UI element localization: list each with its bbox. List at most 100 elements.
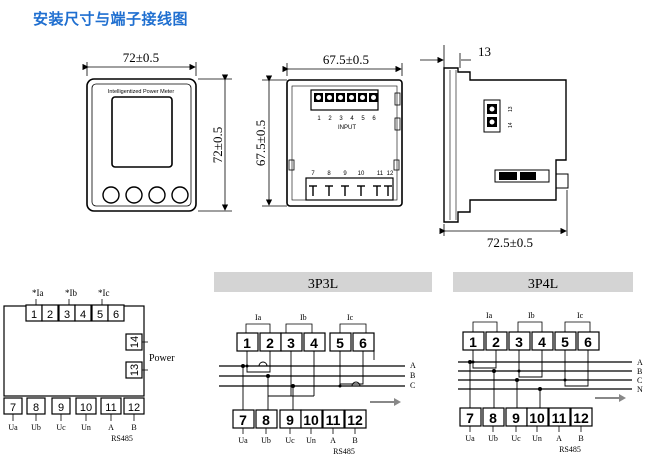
terminal-number: 4 bbox=[310, 335, 318, 351]
terminal-number: 10 bbox=[303, 412, 319, 428]
rear-bottom-terminal-number: 12 bbox=[387, 171, 394, 177]
front-button-3[interactable] bbox=[148, 186, 166, 204]
phase-label: A bbox=[410, 361, 416, 370]
terminal-number: 1 bbox=[243, 335, 251, 351]
rear-bottom-terminal-number: 7 bbox=[311, 171, 315, 177]
rear-top-terminal-number: 3 bbox=[339, 116, 343, 122]
input-label: INPUT bbox=[338, 125, 356, 131]
front-bezel bbox=[86, 78, 197, 212]
terminal-number: 4 bbox=[538, 334, 546, 350]
side-power-terminal bbox=[483, 99, 501, 133]
terminal-label: Uc bbox=[56, 423, 66, 432]
current-label: *Ia bbox=[32, 288, 44, 298]
front-button-1[interactable] bbox=[102, 186, 120, 204]
current-label: Ib bbox=[300, 313, 307, 322]
current-label: Ic bbox=[347, 313, 354, 322]
terminal-label: Un bbox=[532, 434, 542, 443]
current-label: Ib bbox=[528, 311, 535, 320]
terminal-number: 11 bbox=[105, 402, 116, 414]
current-label: Ic bbox=[577, 311, 584, 320]
phase-label: C bbox=[637, 376, 642, 385]
rs485-label: RS485 bbox=[333, 447, 355, 456]
terminal-label: Ub bbox=[31, 423, 41, 432]
rear-top-terminal-number: 2 bbox=[328, 116, 332, 122]
terminal-number: 10 bbox=[80, 402, 92, 414]
terminal-number: 5 bbox=[336, 335, 344, 351]
terminal-number: 9 bbox=[286, 412, 294, 428]
terminal-label: Un bbox=[306, 436, 316, 445]
terminal-label: A bbox=[330, 436, 336, 445]
rear-bottom-terminal-number: 10 bbox=[358, 171, 365, 177]
front-view: 72±0.5 Intelligentized Power Meter 72±0.… bbox=[82, 50, 232, 212]
terminal-label: Uc bbox=[511, 434, 521, 443]
terminal-label: B bbox=[131, 423, 136, 432]
rear-housing bbox=[286, 79, 403, 207]
header-band-3p4l bbox=[453, 272, 633, 292]
terminal-number: 10 bbox=[529, 410, 545, 426]
rear-top-terminal-number: 1 bbox=[317, 116, 321, 122]
lcd-display bbox=[111, 96, 173, 168]
terminal-number: 3 bbox=[515, 334, 523, 350]
rear-bottom-terminal-number: 8 bbox=[327, 171, 331, 177]
terminal-number: 3 bbox=[64, 309, 70, 321]
side-housing bbox=[443, 67, 567, 223]
terminal-label: Uc bbox=[285, 436, 295, 445]
rs485-label: RS485 bbox=[559, 445, 581, 454]
power-terminal-number: 13 bbox=[129, 364, 141, 376]
terminal-label: Ua bbox=[465, 434, 475, 443]
side-terminal-label: 14 bbox=[508, 122, 514, 128]
header-3p4l: 3P4L bbox=[528, 277, 558, 292]
terminal-number: 6 bbox=[113, 309, 119, 321]
rear-top-terminal-number: 6 bbox=[372, 116, 376, 122]
rear-height-label: 67.5±0.5 bbox=[253, 120, 268, 166]
terminal-number: 3 bbox=[287, 335, 295, 351]
terminal-number: 11 bbox=[326, 412, 341, 428]
rear-view: 67.5±0.5 67.5±0.5 1 2 3 4 5 6 INPUT bbox=[253, 52, 403, 207]
front-height-label: 72±0.5 bbox=[210, 127, 225, 163]
rs485-label: RS485 bbox=[111, 434, 133, 443]
terminal-number: 7 bbox=[239, 412, 247, 428]
terminal-label: Ub bbox=[261, 436, 271, 445]
terminal-number: 2 bbox=[492, 334, 500, 350]
terminal-number: 6 bbox=[584, 334, 592, 350]
rear-width-label: 67.5±0.5 bbox=[323, 52, 369, 67]
wiring-3p3l: 3P3L Ia Ib Ic 1 2 3 4 5 6 bbox=[214, 272, 432, 456]
side-terminal-slot bbox=[494, 169, 550, 183]
terminal-number: 1 bbox=[31, 309, 37, 321]
terminal-number: 8 bbox=[262, 412, 270, 428]
terminal-number: 11 bbox=[552, 410, 567, 426]
terminal-number: 7 bbox=[466, 410, 474, 426]
terminal-label: B bbox=[578, 434, 583, 443]
front-button-4[interactable] bbox=[171, 186, 189, 204]
terminal-label: Ua bbox=[8, 423, 18, 432]
terminal-number: 8 bbox=[33, 402, 39, 414]
terminal-number: 5 bbox=[561, 334, 569, 350]
phase-label: C bbox=[410, 381, 415, 390]
rear-bottom-terminal-number: 9 bbox=[343, 171, 347, 177]
terminal-number: 9 bbox=[58, 402, 64, 414]
terminal-label: A bbox=[108, 423, 114, 432]
current-label: Ia bbox=[486, 311, 493, 320]
flow-arrow bbox=[595, 394, 626, 402]
header-3p3l: 3P3L bbox=[308, 277, 338, 292]
terminal-label: Ub bbox=[488, 434, 498, 443]
flow-arrow bbox=[370, 398, 401, 406]
side-depth-small-label: 13 bbox=[478, 44, 491, 59]
terminal-number: 6 bbox=[359, 335, 367, 351]
power-terminal-number: 14 bbox=[129, 336, 141, 348]
terminal-number: 2 bbox=[266, 335, 274, 351]
terminal-number: 8 bbox=[489, 410, 497, 426]
rear-top-terminal-number: 4 bbox=[350, 116, 354, 122]
terminal-label: Un bbox=[81, 423, 91, 432]
side-view: 13 14 13 72.5±0.5 bbox=[420, 44, 569, 250]
front-button-2[interactable] bbox=[125, 186, 143, 204]
terminal-number: 12 bbox=[128, 402, 140, 414]
current-label: Ia bbox=[255, 313, 262, 322]
rear-bottom-terminal-number: 11 bbox=[377, 171, 384, 177]
terminal-label: Ua bbox=[238, 436, 248, 445]
wiring-overview: *Ia *Ib *Ic 1 2 3 4 5 6 14 13 Power bbox=[3, 288, 175, 443]
side-depth-label: 72.5±0.5 bbox=[487, 235, 533, 250]
terminal-number: 7 bbox=[10, 402, 16, 414]
power-label: Power bbox=[149, 353, 175, 364]
phase-label: B bbox=[637, 367, 642, 376]
